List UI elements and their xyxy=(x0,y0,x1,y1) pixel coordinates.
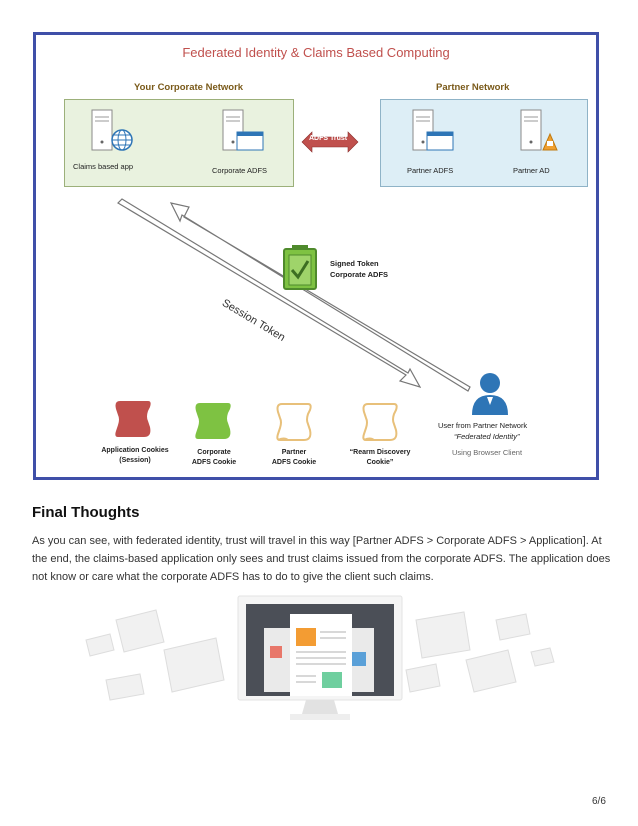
application-cookie-label-2: (Session) xyxy=(119,457,151,464)
partner-adfs-cookie-label-1: Partner xyxy=(281,449,307,456)
adfs-trust-arrow xyxy=(301,131,359,153)
signed-token-label-2: Corporate ADFS xyxy=(330,270,389,279)
partner-ad-server-icon xyxy=(520,109,558,151)
corporate-network-box: Claims based app Corporate ADFS xyxy=(64,99,294,187)
partner-adfs-cookie-label-2: ADFS Cookie xyxy=(271,459,317,466)
user-icon xyxy=(472,373,508,415)
section-body: As you can see, with federated identity,… xyxy=(32,535,611,583)
rearm-discovery-cookie-label-2: Cookie” xyxy=(366,459,394,466)
claims-app-server-icon xyxy=(91,109,133,151)
rearm-discovery-cookie-label-1: “Rearm Discovery xyxy=(349,449,411,456)
user-label-2: “Federated Identity” xyxy=(454,432,520,441)
partner-adfs-label: Partner ADFS xyxy=(407,166,454,175)
signed-token-label-1: Signed Token xyxy=(330,259,379,268)
corporate-adfs-cookie-icon xyxy=(195,403,231,439)
user-label-1: User from Partner Network xyxy=(438,421,528,430)
diagram-title: Federated Identity & Claims Based Comput… xyxy=(182,45,450,60)
adfs-trust-label: ADFS Trust xyxy=(309,135,348,142)
corporate-adfs-cookie-label-1: Corporate xyxy=(197,449,231,456)
corporate-adfs-cookie-label-2: ADFS Cookie xyxy=(191,459,237,466)
flow-arrows xyxy=(117,198,471,392)
page-number: 6/6 xyxy=(592,796,606,807)
claims-app-label: Claims based app xyxy=(73,162,134,171)
partner-adfs-server-icon xyxy=(412,109,454,151)
application-cookie-label-1: Application Cookies xyxy=(101,447,169,454)
partner-ad-label: Partner AD xyxy=(513,166,550,175)
application-cookie-icon xyxy=(115,401,151,437)
partner-network-label: Partner Network xyxy=(436,82,510,93)
user-label-3: Using Browser Client xyxy=(452,448,523,457)
signed-token-icon xyxy=(283,245,317,290)
corporate-network-label: Your Corporate Network xyxy=(134,82,244,93)
rearm-discovery-cookie-icon xyxy=(362,403,398,441)
section-title: Final Thoughts xyxy=(32,504,140,521)
corporate-adfs-label: Corporate ADFS xyxy=(212,166,268,175)
documents-monitor-illustration xyxy=(85,595,555,720)
partner-adfs-cookie-icon xyxy=(276,403,312,441)
partner-network-box: Partner ADFS Partner AD xyxy=(380,99,588,187)
corporate-adfs-server-icon xyxy=(222,109,264,151)
federated-identity-diagram: Federated Identity & Claims Based Comput… xyxy=(33,32,599,480)
